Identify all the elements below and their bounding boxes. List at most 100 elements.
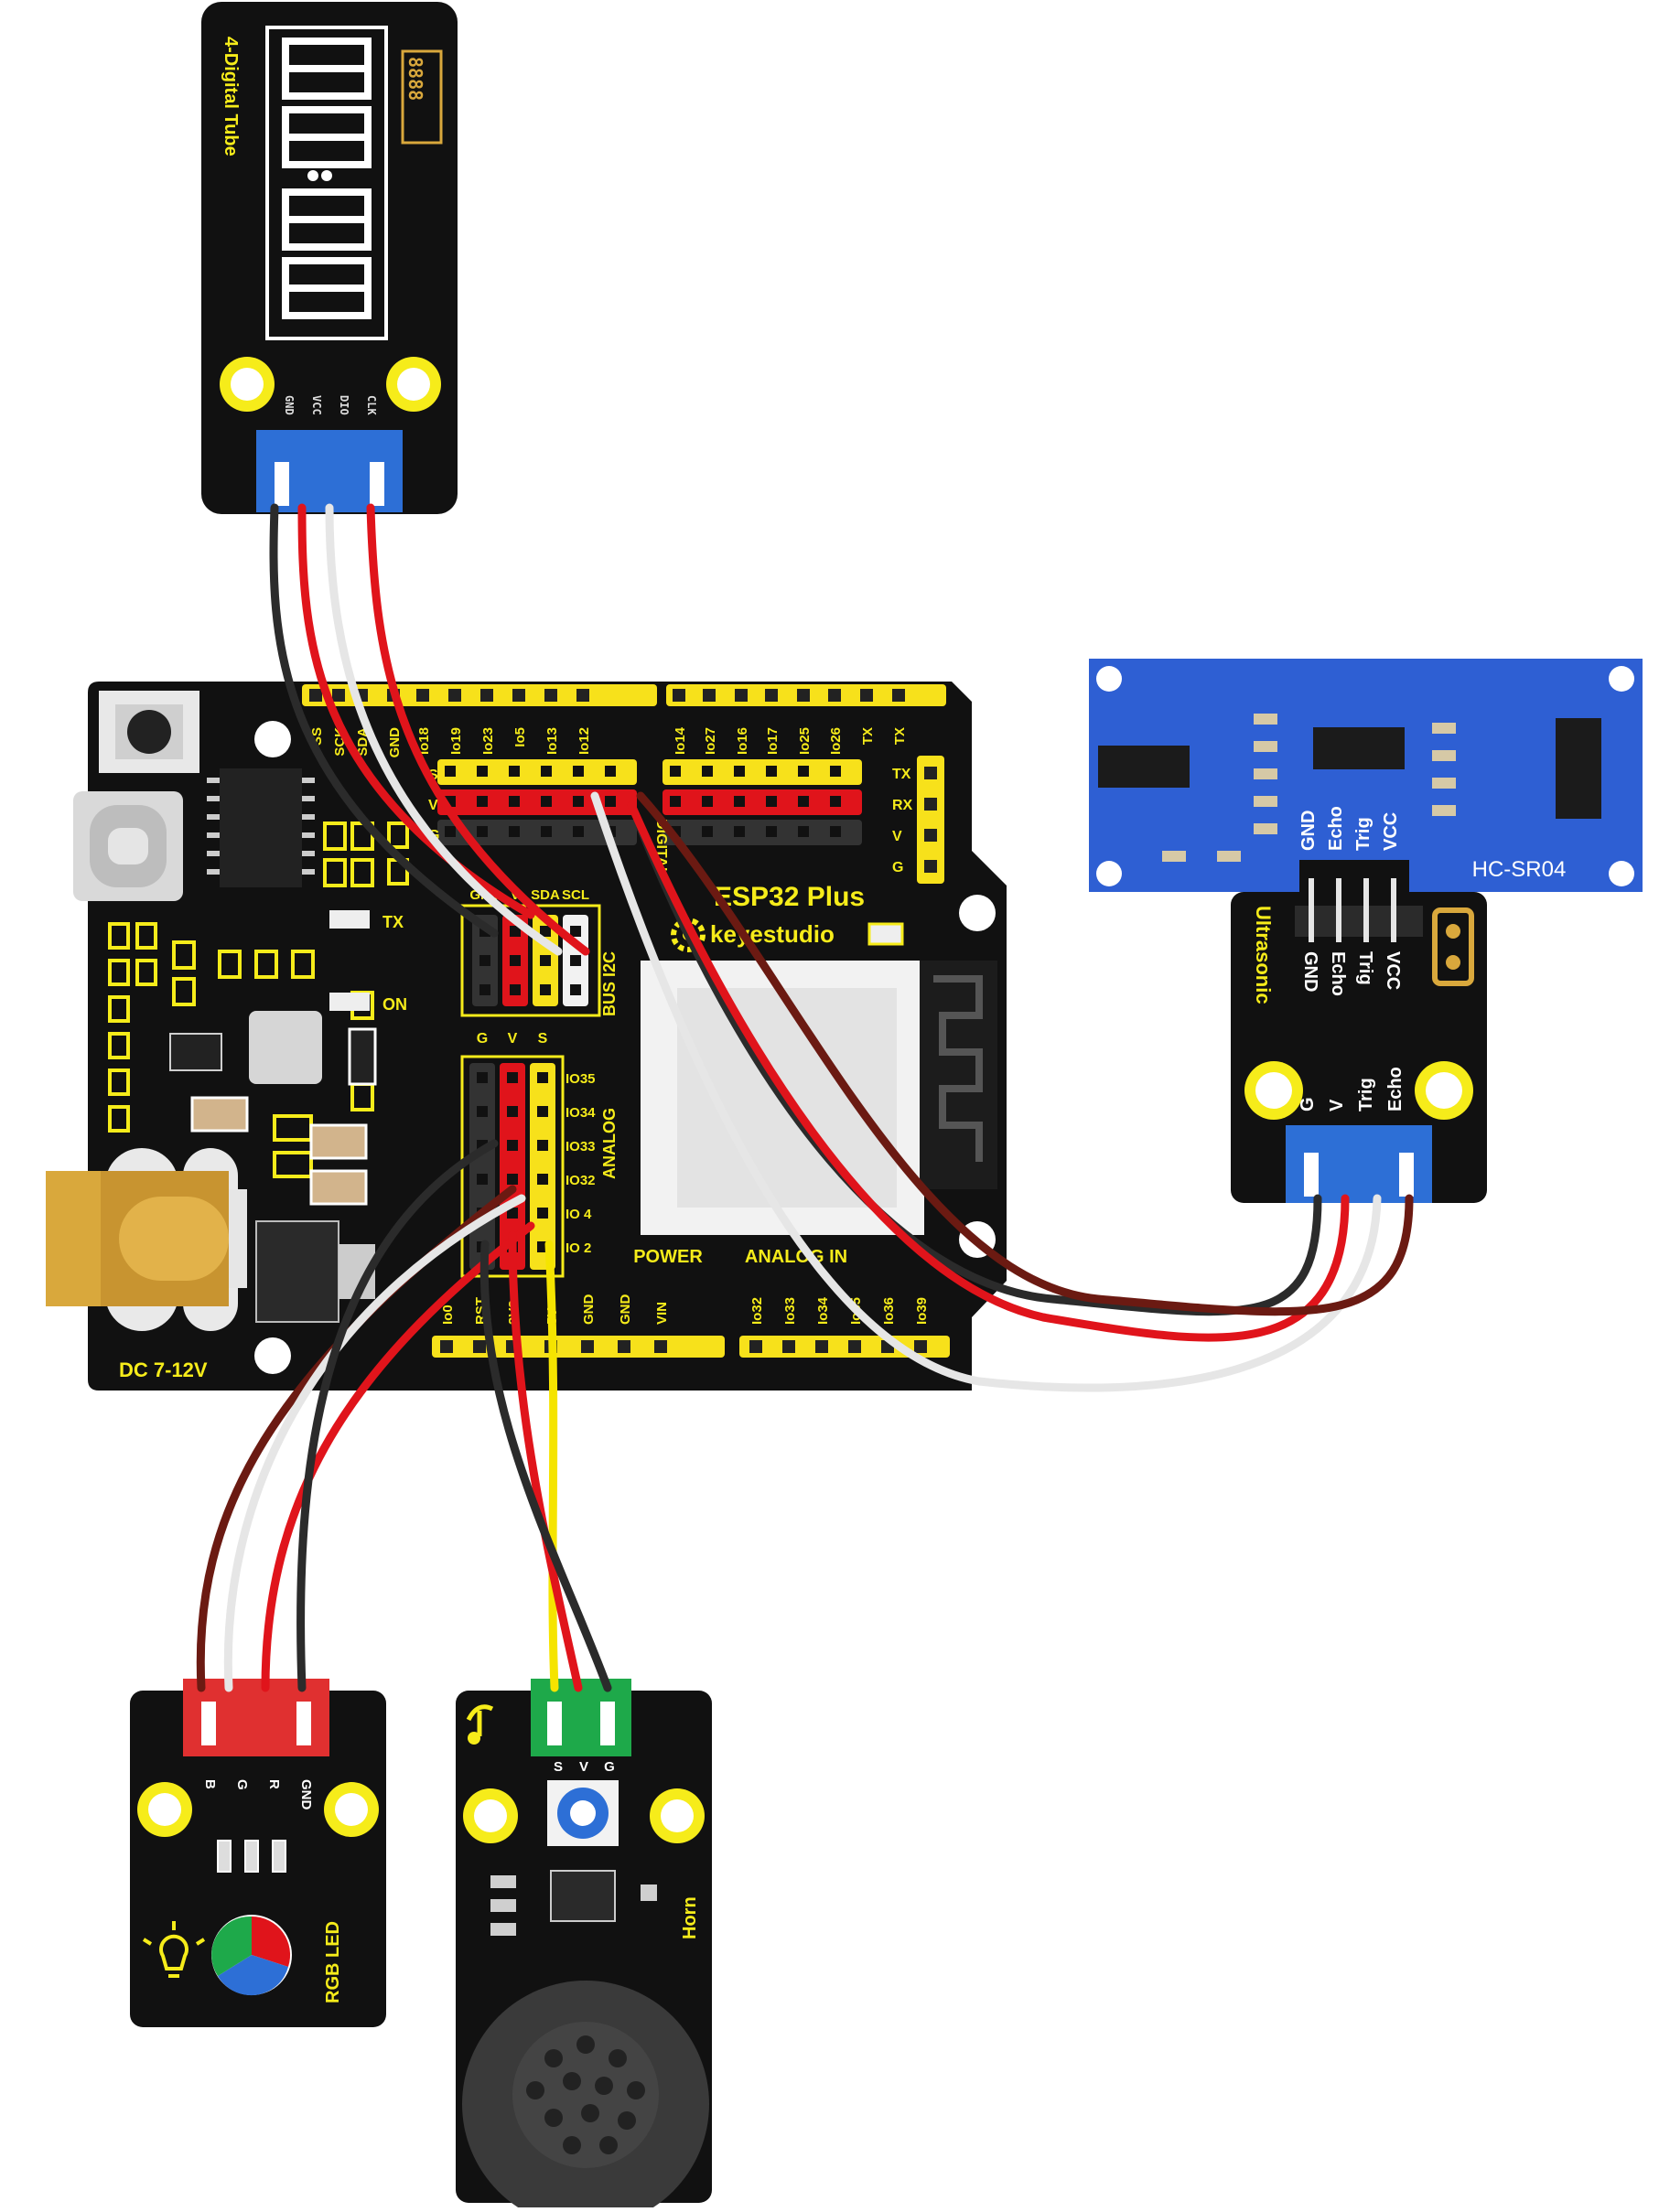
header-pin[interactable] — [509, 826, 520, 837]
header-pin[interactable] — [309, 689, 322, 702]
i2c-pin[interactable] — [570, 926, 581, 937]
header-pin[interactable] — [573, 796, 584, 807]
i2c-pin[interactable] — [479, 955, 490, 966]
analog-in-pin-label: Io36 — [881, 1297, 897, 1325]
header-pin[interactable] — [670, 766, 681, 777]
header-pin[interactable] — [830, 766, 841, 777]
header-pin[interactable] — [766, 766, 777, 777]
analog-in-pin[interactable] — [914, 1340, 927, 1353]
header-pin[interactable] — [703, 689, 716, 702]
speaker-hole — [609, 2049, 627, 2067]
header-pin[interactable] — [573, 766, 584, 777]
header-pin[interactable] — [480, 689, 493, 702]
i2c-pin[interactable] — [510, 955, 521, 966]
header-pin[interactable] — [673, 689, 685, 702]
analog-pin[interactable] — [507, 1106, 518, 1117]
serial-pin[interactable] — [924, 798, 937, 811]
serial-pin[interactable] — [924, 860, 937, 873]
adapter-leg — [1309, 878, 1314, 942]
potentiometer[interactable] — [547, 1780, 619, 1846]
power-pin[interactable] — [581, 1340, 594, 1353]
i2c-pin[interactable] — [540, 926, 551, 937]
colon-dot — [321, 170, 332, 181]
header-pin[interactable] — [766, 796, 777, 807]
analog-pin[interactable] — [477, 1106, 488, 1117]
header-pin[interactable] — [448, 689, 461, 702]
i2c-pin[interactable] — [570, 955, 581, 966]
header-pin[interactable] — [798, 766, 809, 777]
header-pin[interactable] — [702, 826, 713, 837]
power-pin[interactable] — [473, 1340, 486, 1353]
analog-pin[interactable] — [507, 1208, 518, 1219]
header-pin[interactable] — [605, 766, 616, 777]
header-pin[interactable] — [509, 796, 520, 807]
header-pin[interactable] — [541, 766, 552, 777]
adapter-leg — [1391, 878, 1396, 942]
header-pin[interactable] — [766, 826, 777, 837]
analog-pin[interactable] — [537, 1140, 548, 1151]
serial-pin[interactable] — [924, 767, 937, 779]
header-pin[interactable] — [798, 826, 809, 837]
header-pin[interactable] — [576, 689, 589, 702]
header-pin[interactable] — [477, 796, 488, 807]
header-pin[interactable] — [702, 766, 713, 777]
dc-jack[interactable] — [46, 1171, 247, 1306]
header-pin[interactable] — [828, 689, 841, 702]
analog-pin[interactable] — [537, 1174, 548, 1185]
header-pin[interactable] — [734, 826, 745, 837]
header-pin[interactable] — [830, 826, 841, 837]
wire-horn-v — [508, 1230, 583, 1692]
i2c-pin[interactable] — [540, 955, 551, 966]
header-pin[interactable] — [892, 689, 905, 702]
header-pin[interactable] — [541, 796, 552, 807]
header-pin[interactable] — [416, 689, 429, 702]
header-pin[interactable] — [544, 689, 557, 702]
i2c-pin[interactable] — [510, 984, 521, 995]
analog-pin[interactable] — [537, 1072, 548, 1083]
header-pin[interactable] — [541, 826, 552, 837]
header-pin[interactable] — [734, 766, 745, 777]
header-pin[interactable] — [735, 689, 748, 702]
i2c-pin[interactable] — [540, 984, 551, 995]
header-pin[interactable] — [573, 826, 584, 837]
analog-in-pin[interactable] — [749, 1340, 762, 1353]
i2c-pin[interactable] — [479, 984, 490, 995]
analog-pin[interactable] — [507, 1174, 518, 1185]
power-pin[interactable] — [618, 1340, 630, 1353]
reset-button[interactable] — [99, 691, 199, 773]
i2c-label: SDA — [531, 887, 560, 903]
header-pin[interactable] — [509, 766, 520, 777]
header-pin[interactable] — [445, 826, 456, 837]
speaker-hole — [627, 2081, 645, 2099]
header-pin[interactable] — [798, 796, 809, 807]
analog-pin[interactable] — [507, 1140, 518, 1151]
header-pin[interactable] — [332, 689, 345, 702]
serial-pin[interactable] — [924, 829, 937, 842]
header-pin[interactable] — [445, 766, 456, 777]
header-pin[interactable] — [734, 796, 745, 807]
i2c-pin[interactable] — [510, 926, 521, 937]
i2c-pin[interactable] — [570, 984, 581, 995]
header-pin[interactable] — [797, 689, 810, 702]
analog-pin[interactable] — [477, 1174, 488, 1185]
analog-in-pin[interactable] — [848, 1340, 861, 1353]
header-pin[interactable] — [477, 766, 488, 777]
analog-pin[interactable] — [537, 1208, 548, 1219]
header-pin[interactable] — [605, 796, 616, 807]
header-pin[interactable] — [670, 796, 681, 807]
header-pin[interactable] — [702, 796, 713, 807]
power-pin[interactable] — [440, 1340, 453, 1353]
header-pin[interactable] — [860, 689, 873, 702]
analog-in-pin[interactable] — [782, 1340, 795, 1353]
power-pin[interactable] — [654, 1340, 667, 1353]
analog-pin[interactable] — [507, 1072, 518, 1083]
header-pin[interactable] — [765, 689, 778, 702]
header-pin[interactable] — [512, 689, 525, 702]
header-pin[interactable] — [477, 826, 488, 837]
header-pin[interactable] — [830, 796, 841, 807]
analog-in-pin[interactable] — [815, 1340, 828, 1353]
usb-c-port[interactable] — [73, 791, 183, 901]
analog-pin[interactable] — [537, 1106, 548, 1117]
analog-pin[interactable] — [477, 1072, 488, 1083]
adapter-pin-label: Echo — [1328, 951, 1348, 996]
